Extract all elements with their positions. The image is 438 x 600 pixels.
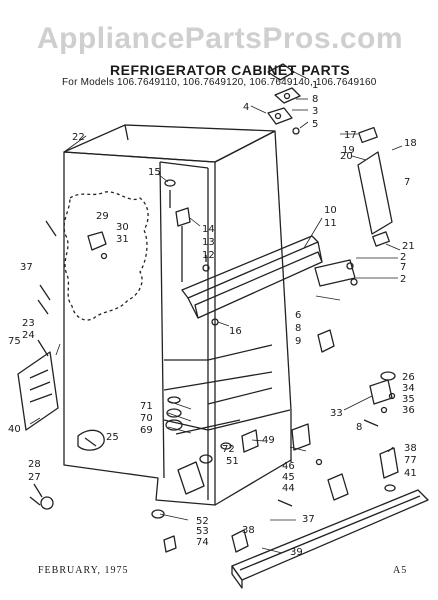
upper-fasteners [164,179,219,326]
callout-49: 49 [262,435,275,446]
callout-27: 27 [28,472,41,483]
callout-8: 8 [356,422,362,433]
callout-18: 18 [404,138,417,149]
diagram-code: A5 [393,565,408,576]
callout-39: 39 [290,547,303,558]
callout-40: 40 [8,424,21,435]
bottom-brackets [241,423,323,466]
callout-36: 36 [402,405,415,416]
callout-25: 25 [106,432,119,443]
callout-34: 34 [402,383,415,394]
callout-24: 24 [22,330,35,341]
callout-35: 35 [402,394,415,405]
callout-23: 23 [22,318,35,329]
callout-8: 8 [295,323,301,334]
callout-30: 30 [116,222,129,233]
callout-52: 52 [196,516,209,527]
callout-37: 37 [302,514,315,525]
callout-10: 10 [324,205,337,216]
cabinet-shell [63,124,292,506]
callout-53: 53 [196,526,209,537]
insulation-patch [63,191,149,321]
callout-44: 44 [282,483,295,494]
model-list: For Models 106.7649110, 106.7649120, 106… [62,77,377,88]
callout-4: 4 [243,102,249,113]
bottom-hinge-parts [151,461,205,553]
callout-17: 17 [344,130,357,141]
callout-14: 14 [202,224,215,235]
callout-41: 41 [404,468,417,479]
callout-8: 8 [312,94,318,105]
callout-19: 19 [342,145,355,156]
callout-38: 38 [404,443,417,454]
callout-71: 71 [140,401,153,412]
cover-plate-parts [37,220,108,357]
callout-13: 13 [202,237,215,248]
callout-11: 11 [324,218,337,229]
callout-51: 51 [226,456,239,467]
callout-69: 69 [140,425,153,436]
leveling-leg [29,483,54,510]
callout-15: 15 [148,167,161,178]
callout-7: 7 [400,262,406,273]
rear-patch [77,429,105,451]
callout-9: 9 [295,336,301,347]
toe-grille [231,447,429,589]
callout-20: 20 [340,151,353,162]
rear-plate [17,351,59,431]
callout-45: 45 [282,472,295,483]
callout-3: 3 [312,106,318,117]
callout-6: 6 [295,310,301,321]
callout-labels: 1835417197201821221510111413122930313723… [8,80,417,558]
callout-29: 29 [96,211,109,222]
callout-16: 16 [229,326,242,337]
callout-12: 12 [202,250,215,261]
leader-lines [29,69,403,554]
callout-7: 7 [404,177,410,188]
right-lower-parts [363,371,396,427]
callout-75: 75 [8,336,21,347]
top-hinge-assembly [267,63,393,353]
callout-5: 5 [312,119,318,130]
callout-33: 33 [330,408,343,419]
callout-38: 38 [242,525,255,536]
callout-72: 72 [222,444,235,455]
callout-26: 26 [402,372,415,383]
callout-22: 22 [72,132,85,143]
callout-21: 21 [402,241,415,252]
print-date: FEBRUARY, 1975 [38,565,129,576]
callout-74: 74 [196,537,209,548]
callout-2: 2 [400,274,406,285]
watermark: AppliancePartsPros.com [36,22,404,55]
callout-31: 31 [116,234,129,245]
callout-2: 2 [400,252,406,263]
callout-70: 70 [140,413,153,424]
callout-46: 46 [282,461,295,472]
mounting-rail [181,235,323,319]
callout-37: 37 [20,262,33,273]
callout-77: 77 [404,455,417,466]
callout-1: 1 [312,80,318,91]
callout-28: 28 [28,459,41,470]
